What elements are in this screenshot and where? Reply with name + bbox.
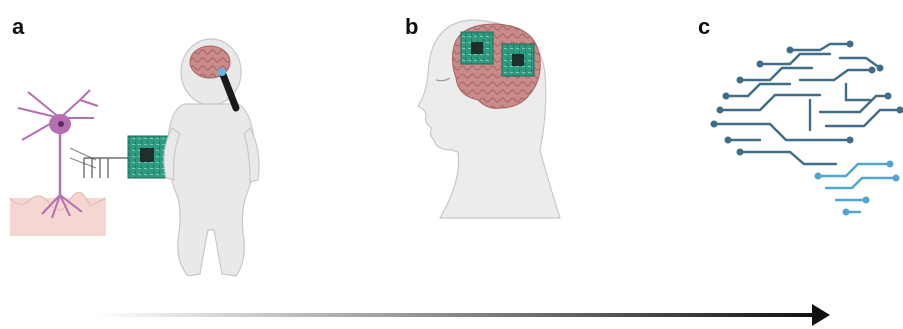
chip-icon [128, 136, 168, 178]
chip-icon [502, 44, 534, 76]
arrow-icon [95, 304, 830, 326]
electrode-pins-icon [84, 158, 128, 178]
chip-icon [461, 32, 493, 64]
circuit-brain-icon [711, 41, 903, 216]
